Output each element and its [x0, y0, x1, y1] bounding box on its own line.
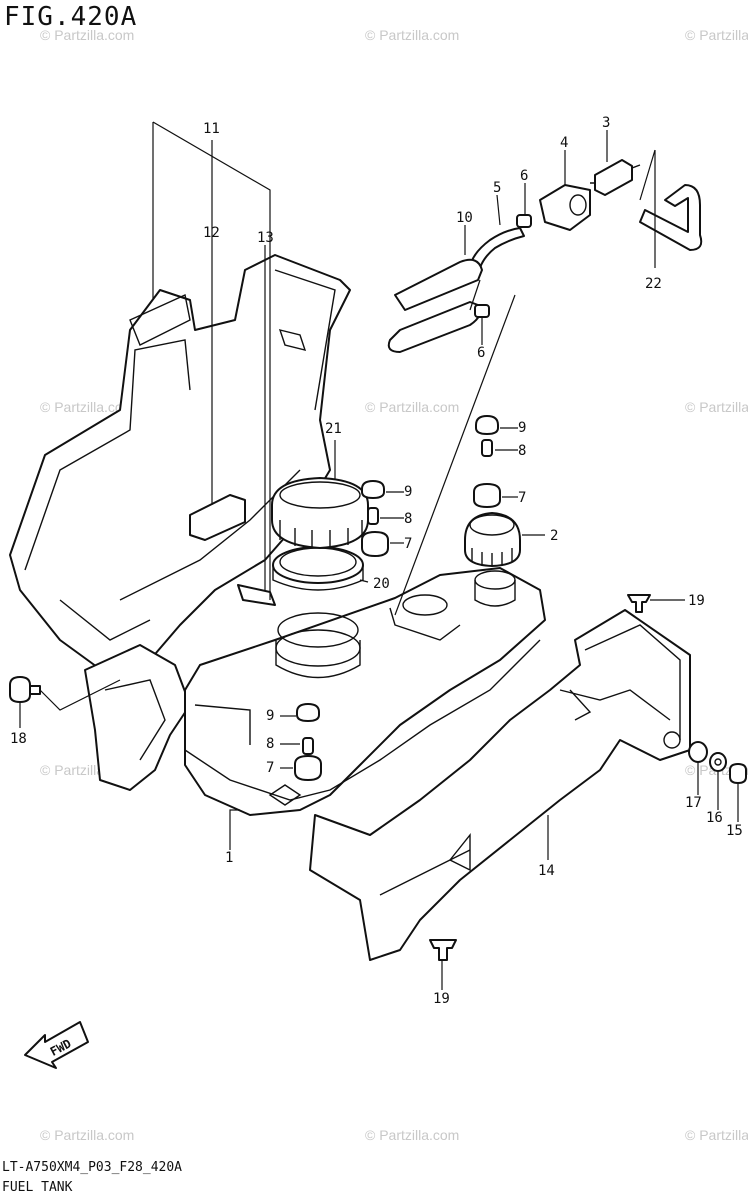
callout-10: 10	[456, 210, 473, 226]
collar-part-17[interactable]	[688, 741, 708, 763]
callout-9-lower: 9	[266, 708, 274, 724]
callout-7-lower: 7	[266, 760, 274, 776]
callout-1: 1	[225, 850, 233, 866]
callout-13: 13	[257, 230, 274, 246]
callout-11: 11	[203, 121, 220, 137]
fuel-cap-part-2[interactable]	[464, 512, 521, 567]
callout-2: 2	[550, 528, 558, 544]
watermark: © Partzilla.com	[685, 1127, 748, 1143]
watermark: © Partzilla.com	[365, 27, 459, 43]
left-cover-part-11[interactable]	[9, 254, 351, 681]
callout-8-lower: 8	[266, 736, 274, 752]
callout-7-upper: 7	[518, 490, 526, 506]
clip-part-6-upper[interactable]	[516, 214, 532, 228]
callout-8-middle: 8	[404, 511, 412, 527]
callout-6-lower: 6	[477, 345, 485, 361]
watermark: © Partzilla.com	[40, 27, 134, 43]
watermark: © Partzilla.com	[40, 1127, 134, 1143]
fuel-tank-part-1[interactable]	[184, 567, 546, 816]
valve-part-3[interactable]	[590, 159, 641, 196]
callout-20: 20	[373, 576, 390, 592]
hose-part-10[interactable]	[387, 258, 483, 353]
callout-21: 21	[325, 421, 342, 437]
bolt-part-18[interactable]	[9, 676, 41, 703]
watermark: © Partzilla.com	[40, 399, 134, 415]
group-name: FUEL TANK	[2, 1180, 73, 1195]
washer-part-16[interactable]	[709, 752, 727, 772]
model-code: LT-A750XM4_P03_F28_420A	[2, 1160, 183, 1175]
right-frame-cover-part-14[interactable]	[309, 609, 691, 961]
callout-19-upper: 19	[688, 593, 705, 609]
callout-4: 4	[560, 135, 568, 151]
grommet-set-upper[interactable]	[473, 415, 501, 508]
callout-8-upper: 8	[518, 443, 526, 459]
watermark: © Partzilla.com	[365, 1127, 459, 1143]
forward-direction-arrow: FWD	[24, 1021, 89, 1069]
callout-12: 12	[203, 225, 220, 241]
left-lower-skirt	[84, 644, 191, 791]
watermark: © Partzilla.com	[365, 399, 459, 415]
clip-part-19-upper[interactable]	[627, 594, 651, 613]
cap-ring-part-21[interactable]	[271, 477, 369, 549]
callout-19-lower: 19	[433, 991, 450, 1007]
grommet-set-middle[interactable]	[361, 480, 389, 557]
watermark: © Partzilla.com	[685, 399, 748, 415]
callout-22: 22	[645, 276, 662, 292]
clip-part-19-lower[interactable]	[429, 939, 457, 961]
callout-7-middle: 7	[404, 536, 412, 552]
callout-15: 15	[726, 823, 743, 839]
pad-part-12[interactable]	[189, 494, 246, 541]
callout-17: 17	[685, 795, 702, 811]
callout-3: 3	[602, 115, 610, 131]
leader-lines	[19, 121, 739, 990]
callout-14: 14	[538, 863, 555, 879]
callout-labels: 1 2 3 4 5 6 6 7 7 7 8 8 8 9 9 9 10 11 12…	[10, 115, 743, 1007]
pad-part-13[interactable]	[237, 584, 276, 606]
gasket-part-20[interactable]	[272, 546, 364, 591]
callout-9-middle: 9	[404, 484, 412, 500]
grommet-set-lower[interactable]	[294, 703, 322, 781]
clip-part-6-lower[interactable]	[474, 304, 490, 318]
watermark: © Partzilla.com	[685, 27, 748, 43]
callout-9-upper: 9	[518, 420, 526, 436]
hose-part-22[interactable]	[639, 184, 703, 251]
callout-18: 18	[10, 731, 27, 747]
valve-bracket-part-4[interactable]	[539, 184, 591, 231]
figure-title: FIG.420A	[4, 2, 138, 32]
callout-5: 5	[493, 180, 501, 196]
bolt-part-15[interactable]	[729, 763, 747, 784]
callout-6-upper: 6	[520, 168, 528, 184]
callout-16: 16	[706, 810, 723, 826]
